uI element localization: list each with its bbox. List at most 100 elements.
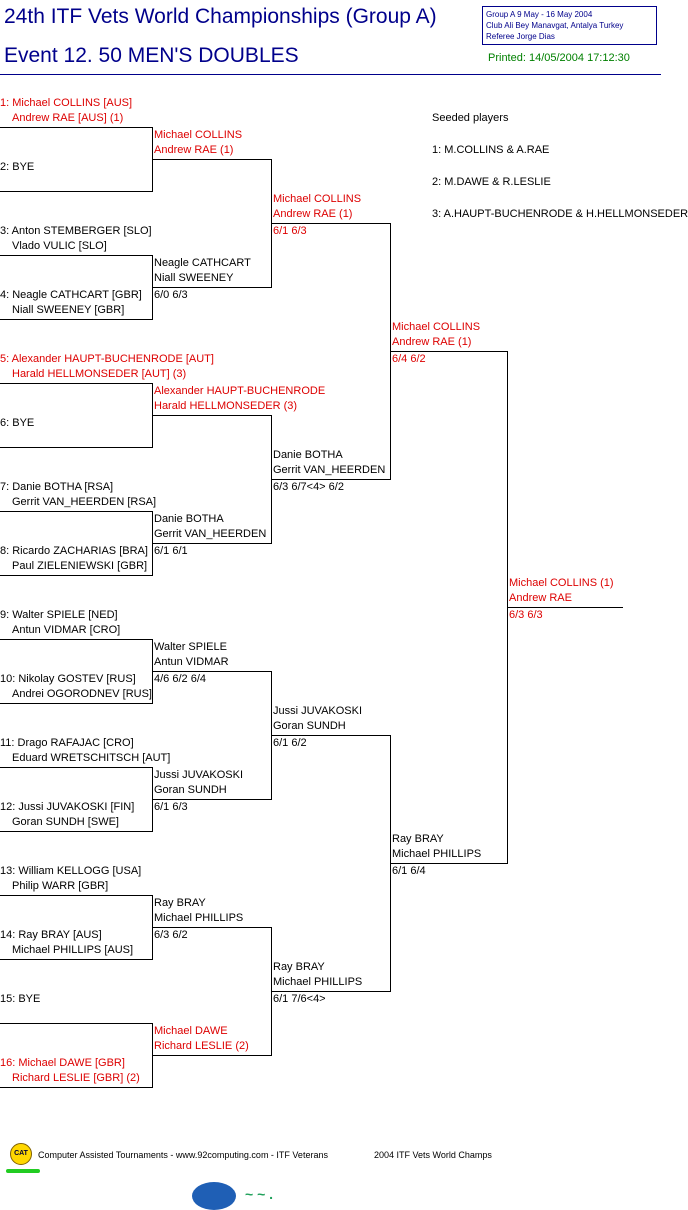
qf-player2: Goran SUNDH <box>273 720 346 732</box>
qf-player2: Michael PHILLIPS <box>273 976 363 988</box>
final-score: 6/3 6/3 <box>509 609 543 621</box>
r2-slot-line <box>152 671 271 672</box>
r2-player1: Michael COLLINS <box>154 129 243 141</box>
r1-slot-line <box>0 959 152 960</box>
r2-player2: Michael PHILLIPS <box>154 912 244 924</box>
r2-player1: Danie BOTHA <box>154 513 224 525</box>
r2-slot-line <box>152 159 271 160</box>
r1-player1: 3: Anton STEMBERGER [SLO] <box>0 225 152 237</box>
itf-logo <box>192 1182 236 1210</box>
r2-player2: Gerrit VAN_HEERDEN <box>154 528 267 540</box>
page-title: 24th ITF Vets World Championships (Group… <box>4 5 437 28</box>
sf-player2: Andrew RAE (1) <box>392 336 472 348</box>
r2-player2: Richard LESLIE (2) <box>154 1040 249 1052</box>
qf-score: 6/1 7/6<4> <box>273 993 326 1005</box>
sf-slot-line <box>390 863 507 864</box>
sf-score: 6/1 6/4 <box>392 865 426 877</box>
info-line-dates: Group A 9 May - 16 May 2004 <box>486 10 593 19</box>
cat-logo-swoosh <box>6 1169 40 1173</box>
r1-player1: 15: BYE <box>0 993 41 1005</box>
sf-player1: Ray BRAY <box>392 833 444 845</box>
r1-slot-line <box>0 127 152 128</box>
qf-score: 6/3 6/7<4> 6/2 <box>273 481 344 493</box>
r1-player2: Philip WARR [GBR] <box>12 880 109 892</box>
final-player2: Andrew RAE <box>509 592 572 604</box>
r1-slot-line <box>0 319 152 320</box>
final-player1: Michael COLLINS (1) <box>509 577 614 589</box>
r1-slot-line <box>0 255 152 256</box>
r1-slot-line <box>0 703 152 704</box>
r1-player2: Richard LESLIE [GBR] (2) <box>12 1072 140 1084</box>
r1-slot-line <box>0 831 152 832</box>
printed-timestamp: Printed: 14/05/2004 17:12:30 <box>488 52 630 64</box>
qf-player1: Danie BOTHA <box>273 449 343 461</box>
r2-score: 4/6 6/2 6/4 <box>154 673 206 685</box>
r1-player1: 7: Danie BOTHA [RSA] <box>0 481 114 493</box>
info-line-referee: Referee Jorge Dias <box>486 32 555 41</box>
r1-player2: Gerrit VAN_HEERDEN [RSA] <box>12 496 157 508</box>
r1-player1: 11: Drago RAFAJAC [CRO] <box>0 737 134 749</box>
r1-player1: 5: Alexander HAUPT-BUCHENRODE [AUT] <box>0 353 214 365</box>
r1-player2: Goran SUNDH [SWE] <box>12 816 119 828</box>
qf-score: 6/1 6/3 <box>273 225 307 237</box>
r2-slot-line <box>152 543 271 544</box>
r1-player2: Andrei OGORODNEV [RUS] <box>12 688 152 700</box>
r2-slot-line <box>152 927 271 928</box>
header-divider <box>0 74 661 75</box>
r1-player1: 4: Neagle CATHCART [GBR] <box>0 289 142 301</box>
seeded-heading: Seeded players <box>432 112 509 124</box>
r1-player1: 13: William KELLOGG [USA] <box>0 865 142 877</box>
r2-player2: Andrew RAE (1) <box>154 144 234 156</box>
r1-player1: 1: Michael COLLINS [AUS] <box>0 97 133 109</box>
r1-player2: Michael PHILLIPS [AUS] <box>12 944 134 956</box>
r1-player2: Niall SWEENEY [GBR] <box>12 304 125 316</box>
r1-player2: Harald HELLMONSEDER [AUT] (3) <box>12 368 187 380</box>
sponsor-logo: ~ ~ . <box>245 1186 274 1202</box>
seed-1: 1: M.COLLINS & A.RAE <box>432 144 550 156</box>
r1-slot-line <box>0 1087 152 1088</box>
tournament-info-box: Group A 9 May - 16 May 2004 Club Ali Bey… <box>482 6 657 45</box>
r1-player1: 8: Ricardo ZACHARIAS [BRA] <box>0 545 148 557</box>
r2-player1: Walter SPIELE <box>154 641 227 653</box>
r1-slot-line <box>0 191 152 192</box>
r2-score: 6/0 6/3 <box>154 289 188 301</box>
r2-player1: Neagle CATHCART <box>154 257 251 269</box>
r1-slot-line <box>0 1023 152 1024</box>
r2-player2: Goran SUNDH <box>154 784 227 796</box>
footer-event: 2004 ITF Vets World Champs <box>374 1150 492 1160</box>
r1-player1: 16: Michael DAWE [GBR] <box>0 1057 125 1069</box>
r2-slot-line <box>152 287 271 288</box>
r2-player1: Michael DAWE <box>154 1025 228 1037</box>
r1-player1: 9: Walter SPIELE [NED] <box>0 609 118 621</box>
qf-player1: Jussi JUVAKOSKI <box>273 705 363 717</box>
r1-slot-line <box>0 447 152 448</box>
sf-score: 6/4 6/2 <box>392 353 426 365</box>
qf-player1: Michael COLLINS <box>273 193 362 205</box>
cat-logo: CAT <box>10 1143 32 1165</box>
r2-slot-line <box>152 799 271 800</box>
footer-credit: Computer Assisted Tournaments - www.92co… <box>38 1150 328 1160</box>
r1-player2: Paul ZIELENIEWSKI [GBR] <box>12 560 148 572</box>
sf-slot-line <box>390 351 507 352</box>
info-line-venue: Club Ali Bey Manavgat, Antalya Turkey <box>486 21 624 30</box>
qf-slot-line <box>271 991 390 992</box>
r2-player1: Jussi JUVAKOSKI <box>154 769 244 781</box>
qf-slot-line <box>271 735 390 736</box>
seed-3: 3: A.HAUPT-BUCHENRODE & H.HELLMONSEDER <box>432 208 688 220</box>
qf-score: 6/1 6/2 <box>273 737 307 749</box>
r1-player2: Antun VIDMAR [CRO] <box>12 624 121 636</box>
r2-slot-line <box>152 415 271 416</box>
qf-player2: Andrew RAE (1) <box>273 208 353 220</box>
r1-player1: 6: BYE <box>0 417 35 429</box>
event-title: Event 12. 50 MEN'S DOUBLES <box>4 44 299 67</box>
final-slot-line <box>507 607 623 608</box>
r1-player2: Eduard WRETSCHITSCH [AUT] <box>12 752 171 764</box>
r2-score: 6/3 6/2 <box>154 929 188 941</box>
r2-player1: Ray BRAY <box>154 897 206 909</box>
r2-player2: Antun VIDMAR <box>154 656 229 668</box>
r2-player1: Alexander HAUPT-BUCHENRODE <box>154 385 326 397</box>
r2-score: 6/1 6/1 <box>154 545 188 557</box>
r1-slot-line <box>0 511 152 512</box>
r1-slot-line <box>0 767 152 768</box>
r1-slot-line <box>0 639 152 640</box>
